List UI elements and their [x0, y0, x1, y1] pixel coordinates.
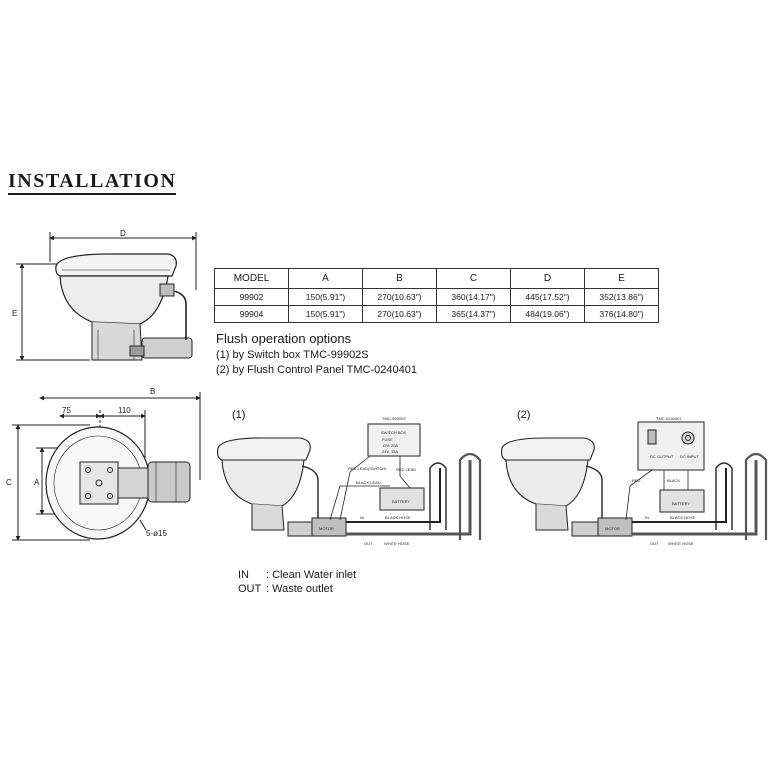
diagram1-switch-label: TMC-99902S [382, 416, 406, 421]
spec-table: MODEL A B C D E 99902 150(5.91") 270(10.… [214, 268, 659, 323]
diagram2-panel-label: TMC-0240401 [656, 416, 682, 421]
heading-underline [8, 193, 176, 195]
flush-option-1: (1) by Switch box TMC-99902S [216, 349, 369, 361]
diagram1-white-hose: WHITE HOSE [384, 541, 410, 546]
diagram2-black-hose: BLACK HOSE [670, 515, 696, 520]
diagram2-motor: MOTOR [605, 526, 620, 531]
diagram1-in: IN [360, 515, 364, 520]
diagram2-red: RED [632, 478, 641, 483]
dim-c-label: C [6, 478, 12, 487]
dim-b-label: B [150, 387, 155, 396]
legend-text: : Clean Water inlet [266, 569, 357, 581]
diagram1-switch-box: SWITCH BOX [381, 430, 407, 435]
dim-75-label: 75 [62, 406, 71, 415]
diagram1-switch-spec-1: 12V, 20A [382, 443, 398, 448]
col-header: MODEL [214, 268, 289, 289]
diagram1-switch-spec-2: 24V, 15A [382, 449, 398, 454]
table-cell: 352(13.86") [584, 288, 659, 306]
table-cell: 270(10.63") [362, 305, 437, 323]
wiring-diagram-2: (2) MOTOR IN BLACK HOSE OUT WHITE HOSE T… [500, 409, 768, 546]
table-row: 99904 150(5.91") 270(10.63") 365(14.37")… [214, 305, 659, 323]
diagram1-out: OUT [364, 541, 373, 546]
holes-label: 5-ø15 [146, 529, 167, 538]
table-cell: 360(14.17") [436, 288, 511, 306]
dim-110-label: 110 [118, 406, 131, 415]
diagram2-in: IN [645, 515, 649, 520]
col-header: E [584, 268, 659, 289]
diagram1-black-hose: BLACK HOSE [385, 515, 411, 520]
legend-code: IN [238, 569, 249, 581]
dim-d-label: D [120, 229, 126, 238]
table-cell: 99904 [214, 305, 289, 323]
col-header: C [436, 268, 511, 289]
table-cell: 376(14.80") [584, 305, 659, 323]
table-cell: 150(5.91") [288, 305, 363, 323]
diagram2-dc-input: DC INPUT [680, 454, 699, 459]
page-heading: INSTALLATION [8, 170, 177, 192]
table-cell: 270(10.63") [362, 288, 437, 306]
diagram1-red-lead: RED LEAD [396, 467, 416, 472]
table-cell: 445(17.52") [510, 288, 585, 306]
legend-text: : Waste outlet [266, 583, 333, 595]
toilet-side-view: D E [12, 229, 197, 361]
table-cell: 150(5.91") [288, 288, 363, 306]
diagram2-battery: BATTERY [672, 501, 690, 506]
col-header: A [288, 268, 363, 289]
table-cell: 484(19.06") [510, 305, 585, 323]
flush-options-title: Flush operation options [216, 331, 352, 346]
col-header: D [510, 268, 585, 289]
col-header: B [362, 268, 437, 289]
table-cell: 99902 [214, 288, 289, 306]
toilet-top-view: B 75 110 C A 5-ø15 [6, 387, 201, 541]
legend-out: OUT : Waste outlet [238, 583, 333, 595]
legend-code: OUT [238, 583, 262, 595]
diagram2-number: (2) [517, 409, 530, 421]
diagram1-number: (1) [232, 409, 245, 421]
diagram1-switch-spec-0: FUSE [382, 437, 393, 442]
flush-option-2: (2) by Flush Control Panel TMC-0240401 [216, 364, 417, 376]
dim-a-label: A [34, 478, 40, 487]
diagram1-black-lead: BLACK LEAD [356, 480, 381, 485]
spec-table-header: MODEL A B C D E [214, 268, 659, 289]
diagram2-dc-output: DC OUTPUT [650, 454, 674, 459]
diagram1-red-lead-switch: RED LEAD(SWITCH) [348, 466, 387, 471]
diagram2-white-hose: WHITE HOSE [668, 541, 694, 546]
dim-e-label: E [12, 309, 17, 318]
wiring-diagram-1: (1) MOTOR IN BLACK HOSE OUT WHITE HOSE T… [216, 409, 482, 546]
legend-in: IN : Clean Water inlet [238, 569, 356, 581]
diagram1-battery: BATTERY [392, 499, 410, 504]
table-row: 99902 150(5.91") 270(10.63") 360(14.17")… [214, 288, 659, 306]
diagram2-black: BLACK [667, 478, 680, 483]
diagram2-out: OUT [650, 541, 659, 546]
diagram1-motor: MOTOR [319, 526, 334, 531]
table-cell: 365(14.37") [436, 305, 511, 323]
